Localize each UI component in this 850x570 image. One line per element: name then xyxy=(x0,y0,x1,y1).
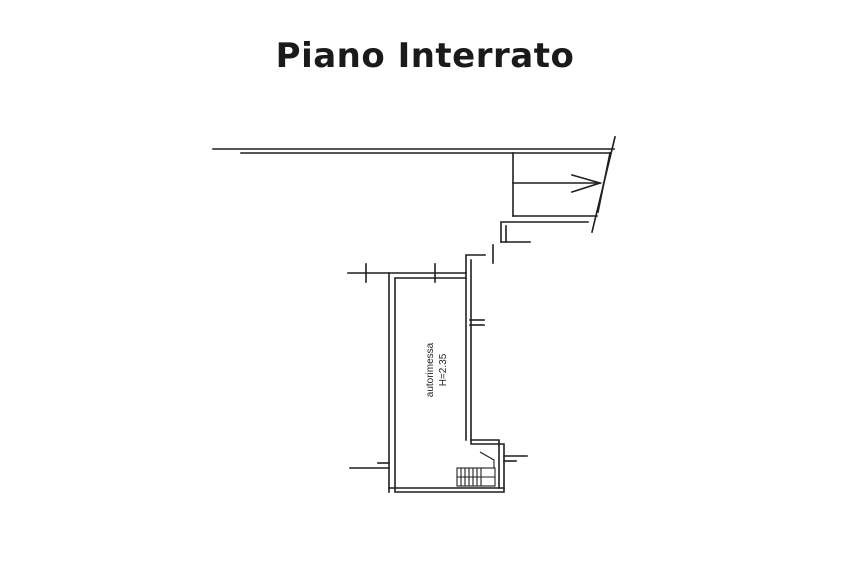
garage-outer-wall xyxy=(347,254,486,274)
stair-enclosure xyxy=(470,439,500,489)
plan-title: Piano Interrato xyxy=(275,36,575,76)
ramp-step-outer xyxy=(500,221,589,243)
room-height-label: H=2.35 xyxy=(438,353,449,386)
ramp-arrow-head xyxy=(570,174,603,194)
stair-turn xyxy=(479,451,495,468)
room-label-group: autorimessa H=2.35 xyxy=(425,342,449,397)
room-name-label: autorimessa xyxy=(425,342,436,397)
stair-treads xyxy=(456,451,496,487)
plan-walls xyxy=(212,136,616,493)
slanted-edge-inner xyxy=(597,152,611,213)
garage-inner-right-wall xyxy=(394,259,505,493)
